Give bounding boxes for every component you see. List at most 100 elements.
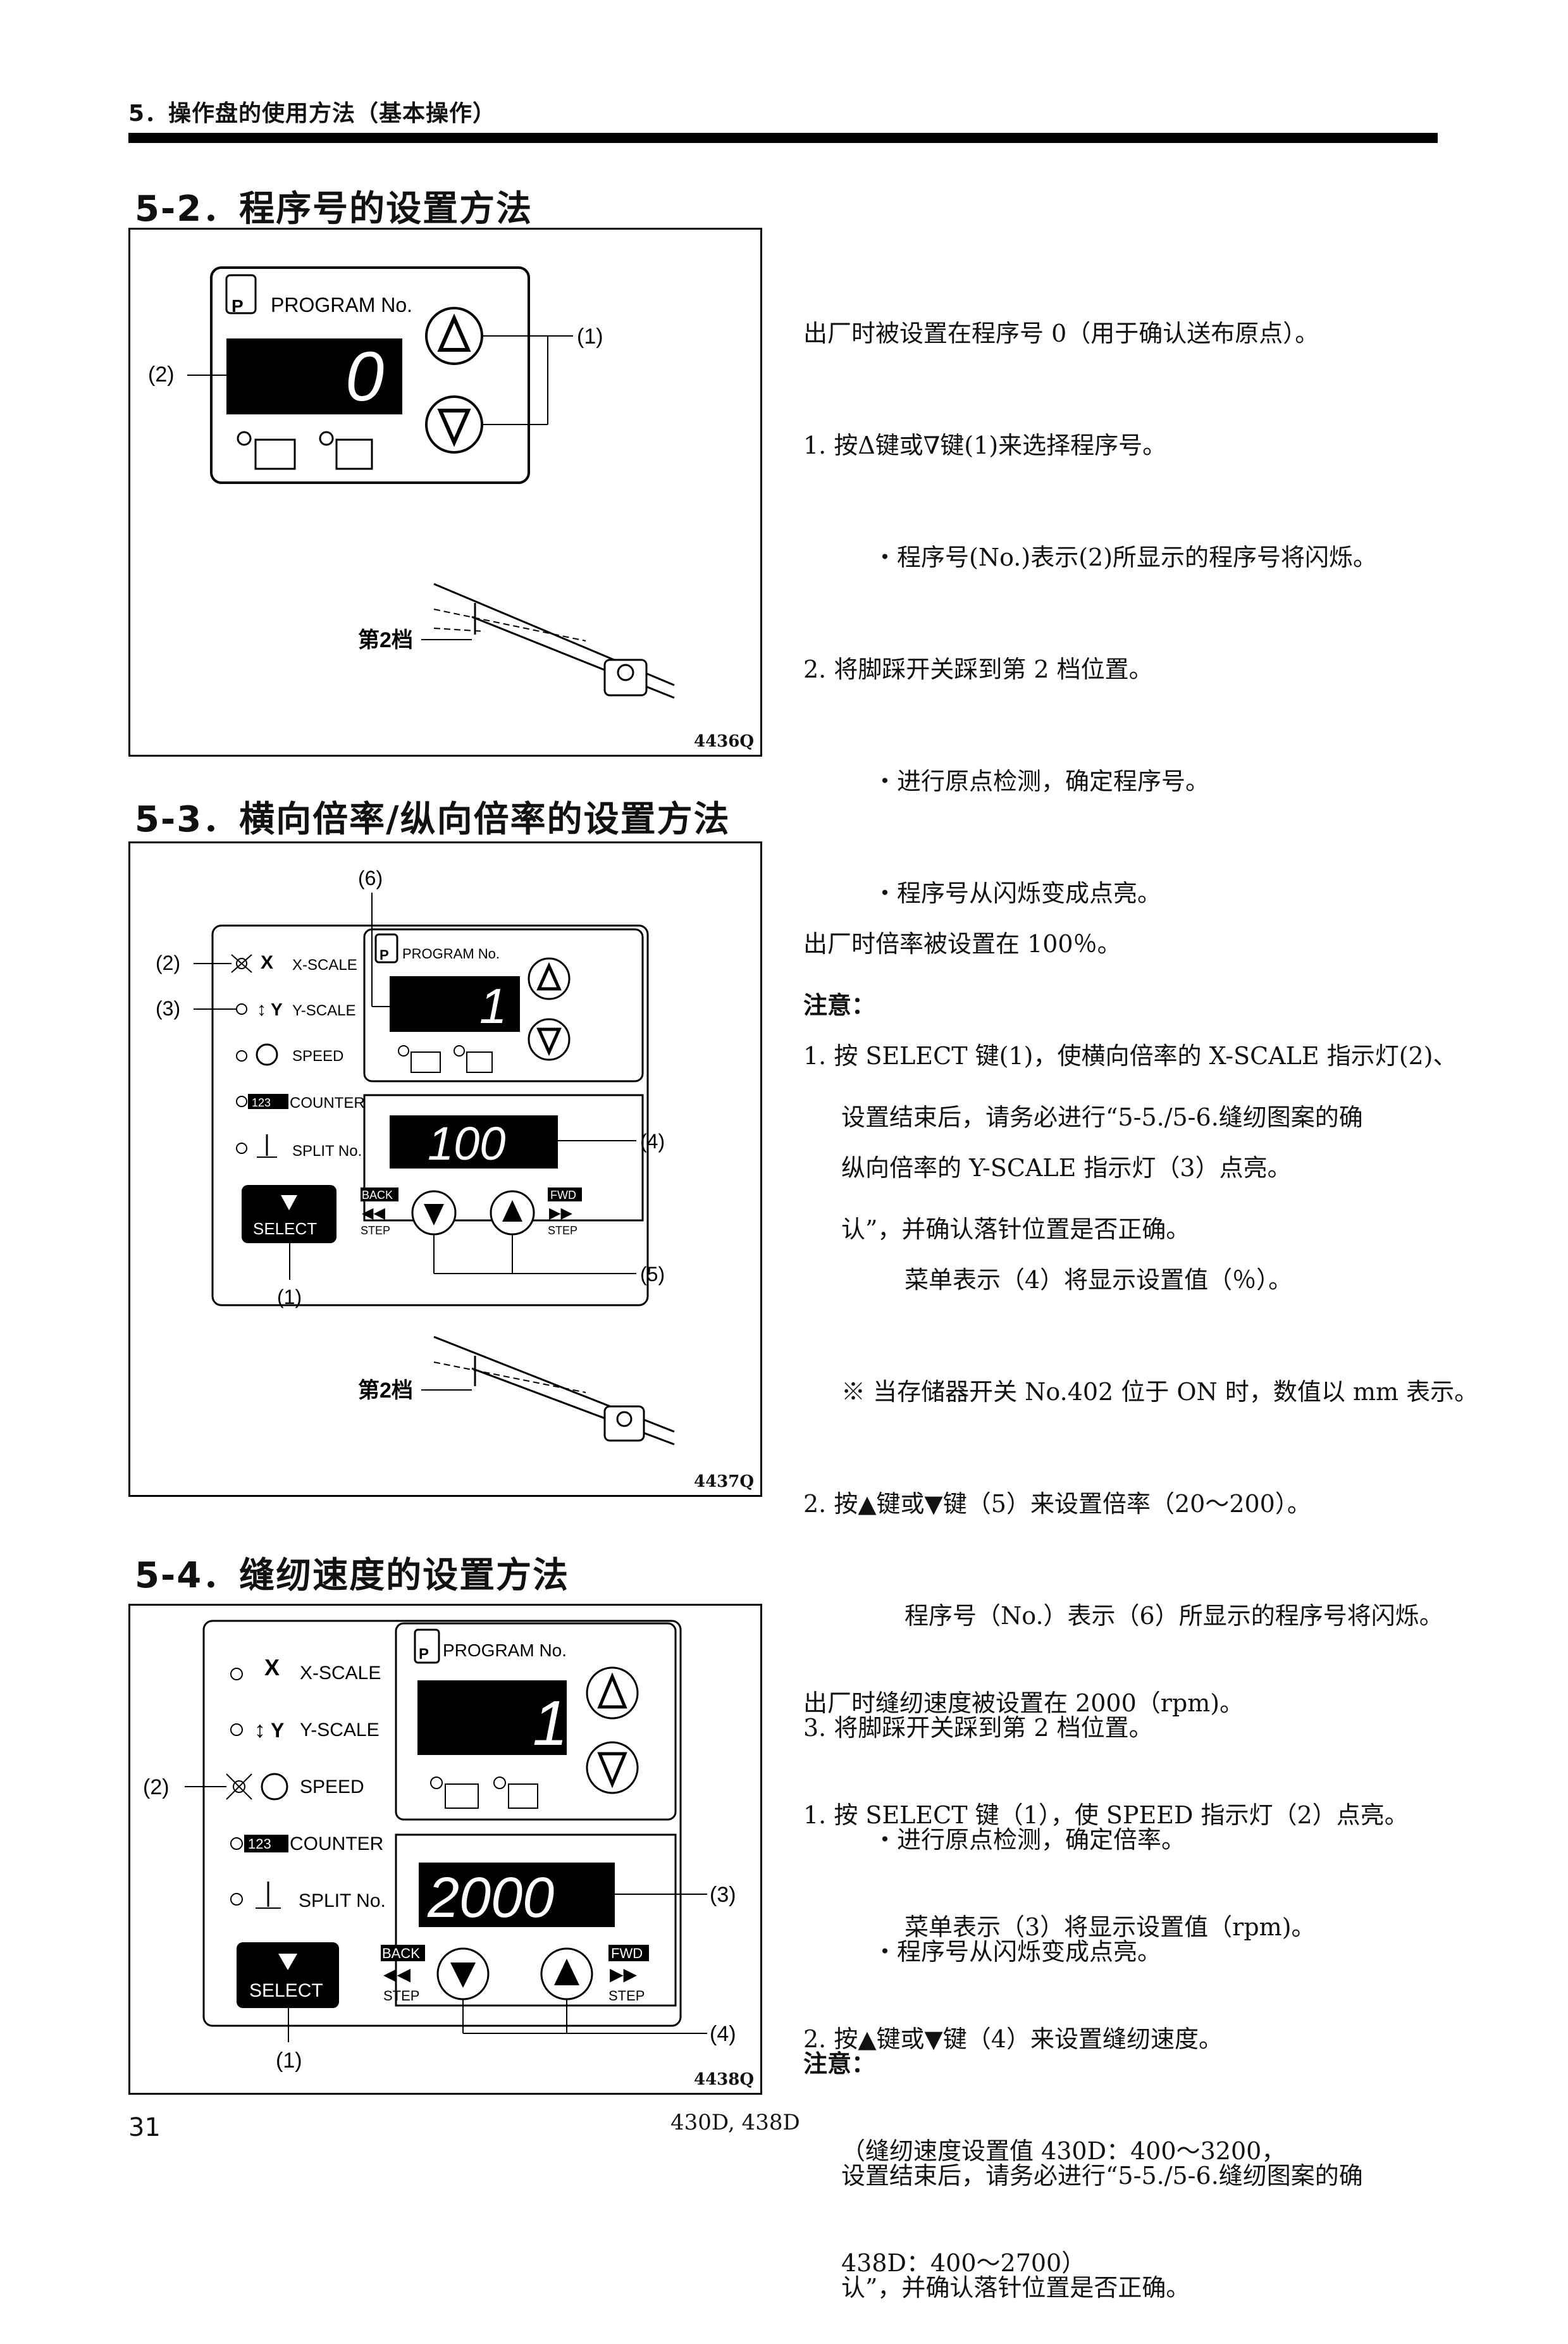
svg-text:(2): (2) [143, 1775, 170, 1799]
svg-text:1: 1 [479, 978, 507, 1034]
counter-label: COUNTER [290, 1833, 383, 1854]
pattern-icon [335, 438, 373, 470]
split-label: SPLIT No. [292, 1143, 362, 1160]
panel-diagram-program: P PROGRAM No. 0 (1) (2) 第2档 [148, 266, 675, 699]
svg-text:X: X [264, 1654, 280, 1680]
program-digit: 0 [345, 338, 384, 416]
svg-text:↕: ↕ [257, 999, 266, 1020]
figure-id: 4437Q [693, 1472, 754, 1491]
svg-text:(3): (3) [156, 997, 180, 1020]
svg-text:↕: ↕ [254, 1716, 266, 1742]
svg-text:(3): (3) [710, 1883, 736, 1907]
figure-4437Q: P PROGRAM No. 1 X X-SCALE ↕ Y Y-SCALE SP… [128, 841, 762, 1497]
counter-icon [248, 1094, 288, 1109]
text-line: 认”，并确认落针位置是否正确。 [841, 1215, 1190, 1243]
led-left [237, 431, 252, 446]
section-5-4-text: 出厂时缝纫速度被设置在 2000（rpm)。 1. 按 SELECT 键（1），… [803, 1610, 1409, 2319]
panel-diagram-scale: P PROGRAM No. 1 X X-SCALE ↕ Y Y-SCALE SP… [156, 867, 675, 1446]
program-label: PROGRAM No. [271, 294, 412, 316]
program-display [417, 1680, 567, 1755]
text-line: ※ 当存储器开关 No.402 位于 ON 时，数值以 mm 表示。 [841, 1378, 1479, 1406]
text-line: 出厂时倍率被设置在 100％。 [803, 930, 1121, 958]
led-right [319, 431, 334, 446]
svg-text:FWD: FWD [550, 1189, 576, 1201]
text-line: 2. 将脚踩开关踩到第 2 档位置。 [803, 655, 1153, 683]
counter-icon [244, 1835, 288, 1852]
text-line: 设置结束后，请务必进行“5-5./5-6.缝纫图案的确 [841, 2162, 1363, 2190]
svg-text:SELECT: SELECT [249, 1980, 323, 2001]
page-number: 31 [128, 2113, 161, 2142]
gear-label: 第2档 [358, 628, 413, 652]
svg-text:2000: 2000 [427, 1866, 554, 1930]
text-line: 1. 按Δ键或∇键(1)来选择程序号。 [803, 431, 1167, 459]
model-label: 430D, 438D [670, 2110, 800, 2135]
section-5-2-text: 出厂时被设置在程序号 0（用于确认送布原点）。 1. 按Δ键或∇键(1)来选择程… [803, 240, 1377, 1286]
text-line: ・进行原点检测，确定倍率。 [873, 1826, 1186, 1854]
callout-1: (1) [577, 325, 603, 349]
program-display [226, 338, 402, 414]
text-line: （缝纫速度设置值 430D：400～3200， [841, 2137, 1286, 2165]
speed-label: SPEED [300, 1777, 364, 1797]
svg-text:Y: Y [271, 1719, 284, 1742]
text-line: 出厂时缝纫速度被设置在 2000（rpm)。 [803, 1689, 1244, 1717]
split-label: SPLIT No. [299, 1890, 386, 1911]
text-line: 2. 按▲键或▼键（4）来设置缝纫速度。 [803, 2025, 1223, 2053]
down-triangle-icon [437, 409, 471, 447]
text-line: ・程序号从闪烁变成点亮。 [873, 879, 1162, 907]
text-line: ・进行原点检测，确定程序号。 [873, 767, 1210, 795]
svg-text:(4): (4) [640, 1130, 665, 1153]
svg-text:STEP: STEP [548, 1224, 577, 1237]
svg-text:(1): (1) [277, 1286, 302, 1308]
svg-text:STEP: STEP [608, 1988, 645, 2004]
chapter-header: 5．操作盘的使用方法（基本操作） [128, 101, 497, 127]
y-scale-label: Y-SCALE [300, 1720, 380, 1740]
select-key [237, 1942, 339, 2008]
svg-text:SELECT: SELECT [253, 1219, 317, 1238]
speed-icon [256, 1043, 278, 1066]
svg-text:▶▶: ▶▶ [610, 1964, 638, 1984]
text-line: 菜单表示（4）将显示设置值（％）。 [904, 1266, 1293, 1294]
program-display [390, 976, 520, 1032]
svg-text:100: 100 [428, 1117, 505, 1170]
svg-text:123: 123 [248, 1836, 271, 1852]
callout-2: (2) [148, 363, 175, 387]
text-line: 2. 按▲键或▼键（5）来设置倍率（20～200）。 [803, 1490, 1311, 1518]
svg-text:P: P [380, 947, 389, 963]
text-line: ・程序号从闪烁变成点亮。 [873, 1938, 1162, 1966]
svg-text:(4): (4) [710, 2022, 736, 2046]
counter-label: COUNTER [290, 1094, 365, 1112]
section-title-5-4: 5-4．缝纫速度的设置方法 [135, 1555, 570, 1596]
svg-text:Y: Y [271, 1000, 283, 1019]
hand-p-icon [374, 933, 398, 964]
speed-icon [261, 1773, 288, 1801]
y-scale-label: Y-SCALE [292, 1002, 356, 1019]
svg-text:第2档: 第2档 [358, 1379, 413, 1403]
svg-text:BACK: BACK [362, 1189, 393, 1201]
figure-4436Q: P PROGRAM No. 0 (1) (2) 第2档 4436Q [128, 228, 762, 757]
svg-text:P: P [419, 1646, 429, 1663]
svg-text:◀◀: ◀◀ [383, 1964, 411, 1984]
svg-text:(5): (5) [640, 1263, 665, 1286]
select-key [242, 1185, 336, 1243]
section-title-5-3: 5-3．横向倍率/纵向倍率的设置方法 [135, 799, 731, 840]
text-line: 出厂时被设置在程序号 0（用于确认送布原点）。 [803, 319, 1319, 347]
menu-display [419, 1863, 615, 1927]
svg-text:BACK: BACK [382, 1945, 420, 1961]
svg-text:(1): (1) [276, 2049, 302, 2073]
figure-4438Q: P PROGRAM No. 1 X X-SCALE ↕ Y Y-SCALE SP… [128, 1604, 762, 2095]
program-label: PROGRAM No. [402, 946, 500, 962]
p-letter: P [231, 296, 244, 316]
text-line: 菜单表示（3）将显示设置值（rpm)。 [904, 1913, 1316, 1941]
svg-text:(2): (2) [156, 952, 180, 974]
text-line: 1. 按 SELECT 键（1），使 SPEED 指示灯（2）点亮。 [803, 1801, 1409, 1829]
svg-text:STEP: STEP [383, 1988, 419, 2004]
svg-text:STEP: STEP [361, 1224, 390, 1237]
x-scale-label: X-SCALE [292, 957, 357, 974]
svg-text:123: 123 [252, 1096, 271, 1109]
svg-text:X: X [261, 952, 273, 973]
text-line: 3. 将脚踩开关踩到第 2 档位置。 [803, 1714, 1153, 1742]
text-line: 1. 按 SELECT 键(1)，使横向倍率的 X-SCALE 指示灯(2)、 [803, 1042, 1457, 1070]
fabric-icon [254, 438, 296, 470]
section-title-5-2: 5-2．程序号的设置方法 [135, 189, 533, 230]
text-line: 纵向倍率的 Y-SCALE 指示灯（3）点亮。 [841, 1154, 1292, 1182]
